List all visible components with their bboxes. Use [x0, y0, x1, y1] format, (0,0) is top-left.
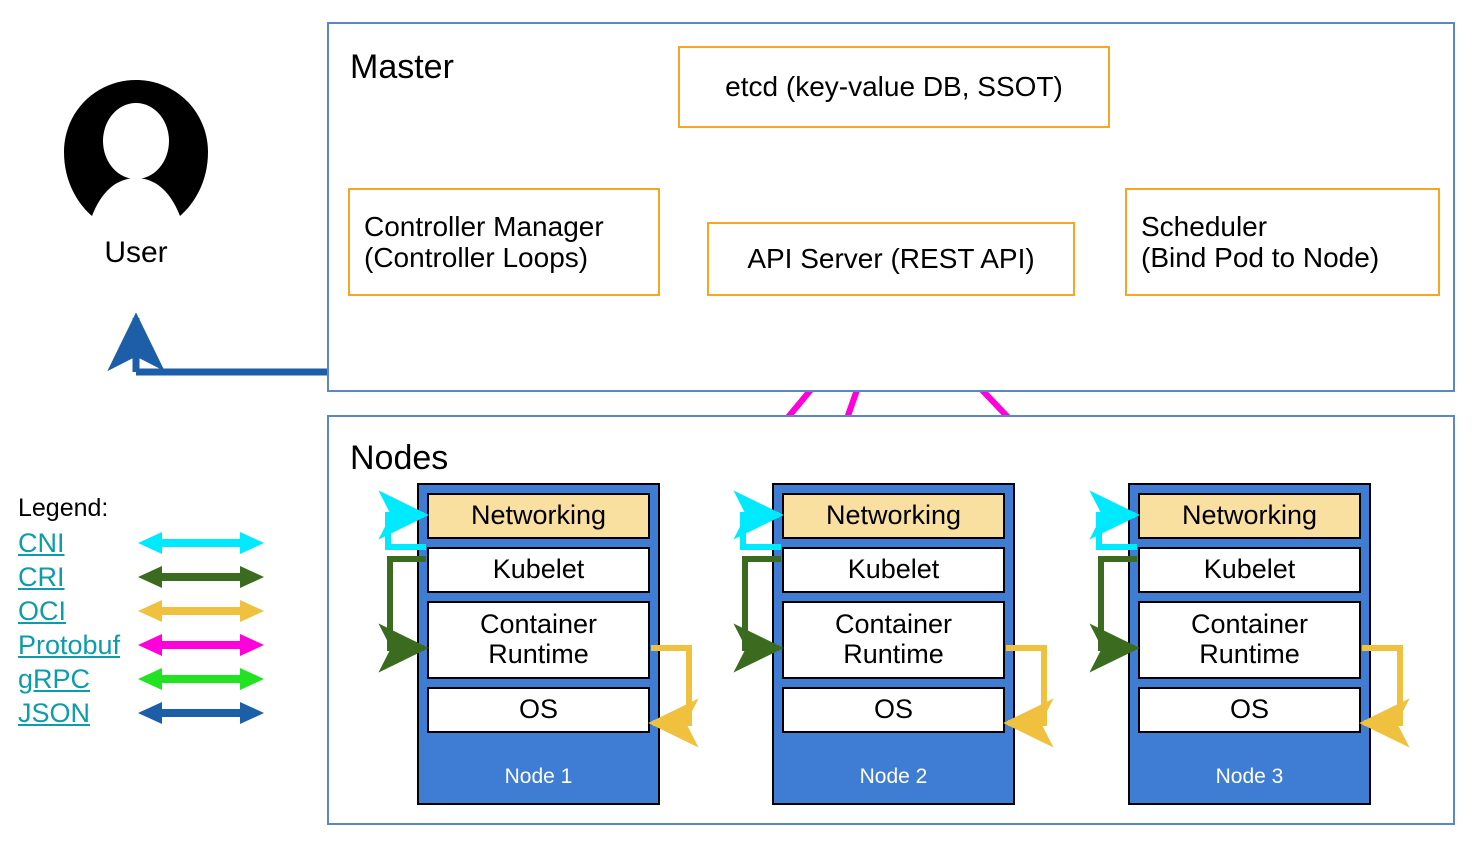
legend-row-cri: CRI — [18, 560, 266, 594]
legend-arrow-json — [138, 702, 264, 724]
node-2-os[interactable]: OS — [782, 687, 1005, 733]
node-3-os[interactable]: OS — [1138, 687, 1361, 733]
node-2[interactable]: Networking Kubelet Container Runtime OS … — [772, 483, 1015, 805]
node-2-kubelet[interactable]: Kubelet — [782, 547, 1005, 593]
node-1-networking[interactable]: Networking — [427, 493, 650, 539]
controller-manager-box[interactable]: Controller Manager (Controller Loops) — [348, 188, 660, 296]
legend: Legend: CNI CRI OCI Protobuf — [18, 494, 266, 730]
legend-arrow-cni — [138, 532, 264, 554]
node-2-container-runtime[interactable]: Container Runtime — [782, 601, 1005, 679]
node-2-name: Node 2 — [859, 765, 928, 788]
node-1-name: Node 1 — [504, 765, 573, 788]
node-3-container-runtime[interactable]: Container Runtime — [1138, 601, 1361, 679]
node-3[interactable]: Networking Kubelet Container Runtime OS … — [1128, 483, 1371, 805]
legend-label-cri[interactable]: CRI — [18, 561, 65, 592]
legend-row-cni: CNI — [18, 526, 266, 560]
legend-label-protobuf[interactable]: Protobuf — [18, 629, 121, 660]
api-server-box[interactable]: API Server (REST API) — [707, 222, 1075, 296]
legend-label-grpc[interactable]: gRPC — [18, 663, 91, 694]
legend-row-json: JSON — [18, 696, 266, 730]
legend-label-oci[interactable]: OCI — [18, 595, 67, 626]
legend-row-oci: OCI — [18, 594, 266, 628]
user-label: User — [104, 236, 168, 269]
legend-arrow-oci — [138, 600, 264, 622]
node-1-kubelet[interactable]: Kubelet — [427, 547, 650, 593]
legend-arrow-protobuf — [138, 634, 264, 656]
node-2-networking[interactable]: Networking — [782, 493, 1005, 539]
legend-label-cni[interactable]: CNI — [18, 527, 65, 558]
node-3-name: Node 3 — [1215, 765, 1284, 788]
legend-row-grpc: gRPC — [18, 662, 266, 696]
legend-label-json[interactable]: JSON — [18, 697, 91, 728]
node-3-networking[interactable]: Networking — [1138, 493, 1361, 539]
legend-arrow-cri — [138, 566, 264, 588]
etcd-label: etcd (key-value DB, SSOT) — [725, 71, 1063, 103]
user-avatar-icon — [64, 80, 208, 216]
scheduler-label: Scheduler (Bind Pod to Node) — [1141, 210, 1380, 273]
node-3-kubelet[interactable]: Kubelet — [1138, 547, 1361, 593]
master-group-label: Master — [350, 48, 454, 86]
node-1-container-runtime[interactable]: Container Runtime — [427, 601, 650, 679]
legend-row-protobuf: Protobuf — [18, 628, 266, 662]
legend-arrow-grpc — [138, 668, 264, 690]
node-1-os[interactable]: OS — [427, 687, 650, 733]
legend-title: Legend: — [18, 494, 109, 522]
etcd-box[interactable]: etcd (key-value DB, SSOT) — [678, 46, 1110, 128]
scheduler-box[interactable]: Scheduler (Bind Pod to Node) — [1125, 188, 1440, 296]
controller-manager-label: Controller Manager (Controller Loops) — [364, 210, 604, 273]
api-server-label: API Server (REST API) — [747, 243, 1035, 275]
node-1[interactable]: Networking Kubelet Container Runtime OS … — [417, 483, 660, 805]
nodes-group-label: Nodes — [350, 439, 449, 477]
